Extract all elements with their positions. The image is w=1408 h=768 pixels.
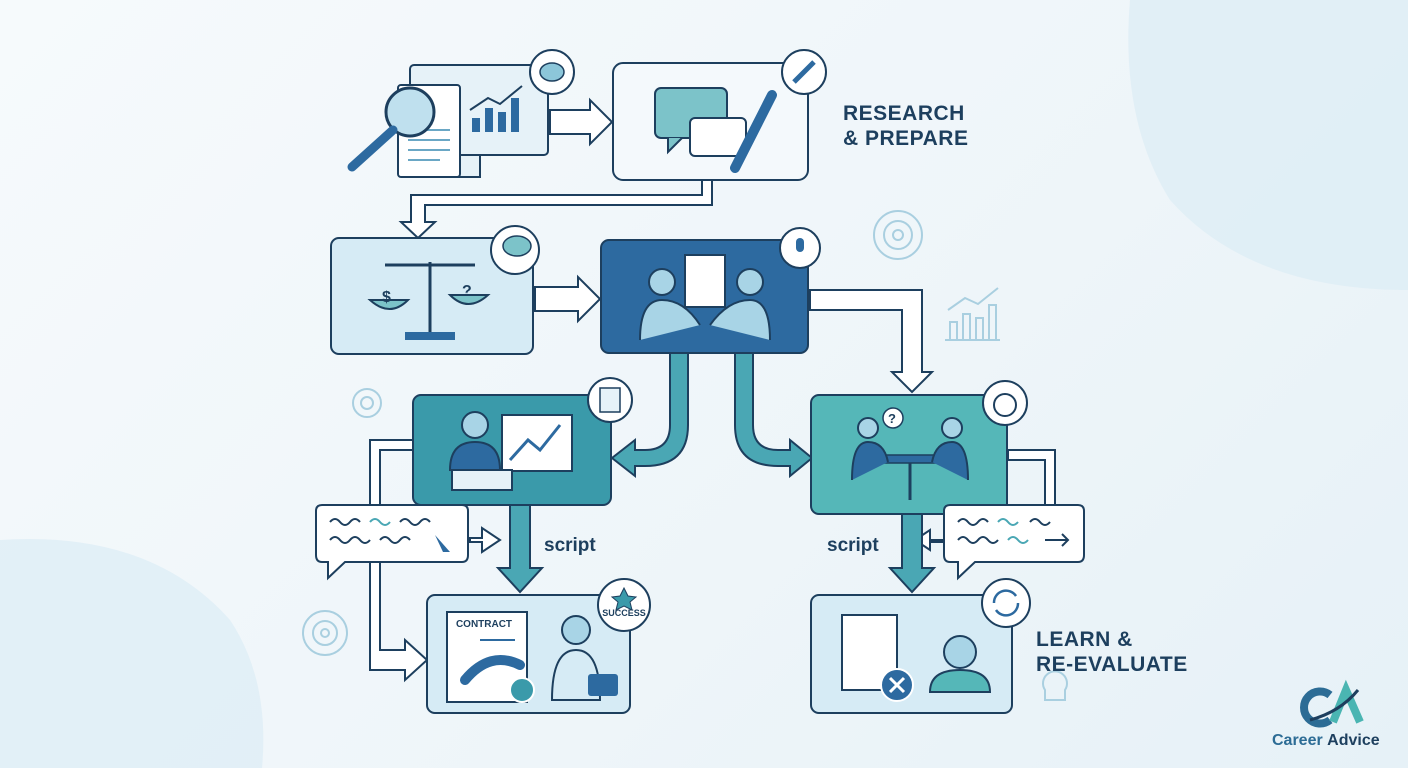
label-line: LEARN & [1036,628,1133,651]
learn-reevaluate-label: LEARN & RE-EVALUATE [1036,627,1188,677]
flow-arrows [495,352,937,594]
negotiation-box [600,227,821,354]
script-label-right: script [827,535,879,556]
contract-success-box: SUCCESS CONTRACT [426,578,651,714]
bg-blob [0,539,264,768]
script-label-left: script [544,535,596,556]
label-line: RESEARCH [843,102,965,125]
svg-text:?: ? [888,411,896,426]
refresh-icon [981,578,1031,628]
cursor-icon [435,535,450,552]
svg-text:?: ? [462,283,472,300]
research-prepare-label: RESEARCH & PREPARE [843,101,968,151]
logo-word: Advice [1327,732,1380,749]
logo-word: Career [1272,732,1323,749]
connector-arrows [369,97,1056,683]
script-bubble-right [943,504,1085,581]
magnifier-icon [384,86,436,138]
stopwatch-icon [982,380,1028,426]
briefcase-icon [588,674,618,696]
presentation-box [412,377,633,506]
check-icon [509,677,535,703]
contract-text: CONTRACT [456,619,512,630]
bg-blob [1128,0,1408,290]
label-line: & PREPARE [843,127,969,150]
contract-document-icon [446,611,528,703]
learn-box [810,578,1031,714]
document-icon [684,254,726,308]
svg-text:$: $ [382,289,391,306]
prepare-box [612,49,827,181]
meeting-box: ? [810,380,1028,515]
label-line: RE-EVALUATE [1036,653,1188,676]
career-advice-logo [1300,679,1364,728]
success-text: SUCCESS [602,608,646,618]
scale-box: $ ? [330,225,540,355]
script-bubble-left [315,504,469,581]
research-monitor-illustration [347,49,575,178]
decor-icons [302,210,1068,701]
logo-text: Career Advice [1272,731,1380,750]
pen-icon [730,90,777,173]
